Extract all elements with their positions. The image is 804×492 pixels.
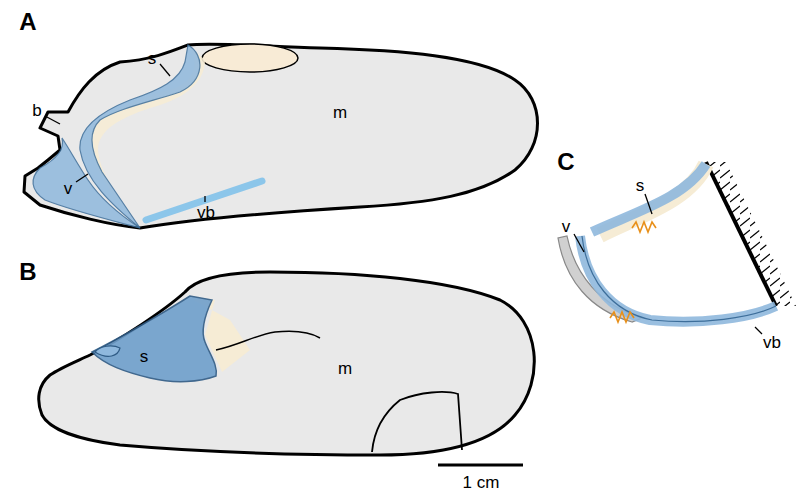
spring-symbol [610,312,634,322]
part-label: v [64,180,73,197]
part-label: s [140,348,149,365]
scale-bar [438,464,523,467]
part-label: s [636,177,645,194]
spring-band [92,296,216,382]
spring-symbol [632,222,656,232]
tissue-oval [202,44,298,72]
part-label: s [148,50,157,67]
part-label: b [32,102,41,119]
part-label: vb [197,204,215,221]
valve-region [33,138,140,228]
mass-outline [39,272,535,455]
scale-label: 1 cm [463,474,500,491]
mass-outline [24,44,538,228]
panel-a-drawing [24,44,538,228]
ventral-band [580,236,776,322]
panel-c-drawing [558,162,796,334]
fixed-support [706,162,796,306]
part-label: m [338,360,352,377]
tissue-edge [216,331,320,350]
panel-letter: C [557,150,574,174]
ventral-band [146,181,262,220]
panel-letter: A [19,10,36,34]
panel-letter: B [19,260,36,284]
tissue-edge [372,392,462,452]
leader-line [45,116,60,124]
panel-b-drawing [39,272,535,455]
leader-line [574,234,584,252]
leader-line [204,196,205,202]
leader-line [160,64,170,76]
part-label: vb [763,334,781,351]
fixed-wall [706,162,776,306]
spring-band [592,164,706,232]
valve-region [95,346,120,356]
leader-line [755,327,762,334]
part-label: m [333,104,347,121]
leader-line [645,194,652,214]
band-edge [582,236,776,322]
leader-line [76,174,88,182]
part-label: v [562,218,571,235]
